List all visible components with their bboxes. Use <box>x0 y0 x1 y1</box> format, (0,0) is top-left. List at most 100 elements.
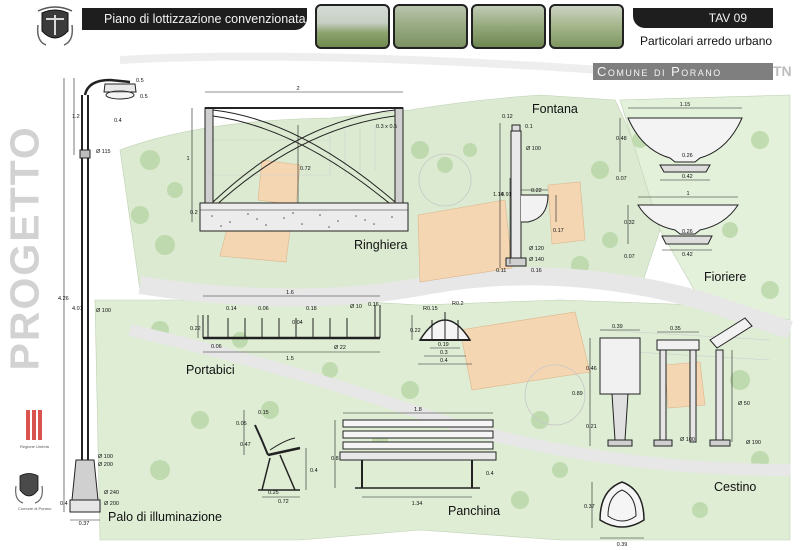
dim-fontana-foot-w: 0.16 <box>531 268 542 274</box>
label-portabici: Portabici <box>186 363 235 377</box>
railing-base-texture <box>211 212 393 228</box>
dim-portabici-total: 1.6 <box>286 290 294 296</box>
comune-bar: Comune di Porano <box>593 63 773 80</box>
photo-thumbnail-3 <box>471 4 546 49</box>
lamp-post-drawing <box>63 78 137 521</box>
dim-fontana-d-mid: Ø 120 <box>529 246 544 252</box>
dim-cestino-plan-h: 0.37 <box>584 504 595 510</box>
planter-a-drawing <box>619 107 743 181</box>
dim-panchina-seat: 0.4 <box>486 471 494 477</box>
label-panchina: Panchina <box>448 504 501 518</box>
bench-side-drawing <box>243 410 307 498</box>
dim-cestino-w1: 0.39 <box>612 324 623 330</box>
dim-arch-h: 0.22 <box>410 328 421 334</box>
dim-cestino-h-top: 0.46 <box>586 366 597 372</box>
dim-fontana-top-w: 0.1 <box>525 124 533 130</box>
dim-arch-r2: R0.2 <box>452 301 464 307</box>
label-fontana: Fontana <box>532 102 578 116</box>
regione-logo-icon <box>24 408 44 442</box>
dim-ringhiera-post: 0.3 x 0.5 <box>376 124 397 130</box>
plan-title: Piano di lottizzazione convenzionata <box>104 12 306 26</box>
dim-palo-d-foot2: Ø 200 <box>104 501 119 507</box>
label-ringhiera: Ringhiera <box>354 238 408 252</box>
dim-fioriera-a-mid: 0.26 <box>682 153 693 159</box>
dim-fioriera-a-h: 0.48 <box>616 136 627 142</box>
dim-ringhiera-base: 0.2 <box>190 210 198 216</box>
dim-portabici-base: 1.5 <box>286 356 294 362</box>
arch-detail-drawing <box>411 312 472 365</box>
dim-fontana-h-mid: 0.91 <box>501 192 512 198</box>
dim-ringhiera-width: 2 <box>296 86 299 92</box>
dim-cestino-w2: 0.35 <box>670 326 681 332</box>
photo-thumbnail-1 <box>315 4 390 49</box>
planter-b-drawing <box>627 196 739 251</box>
bike-rack-drawing <box>197 295 381 353</box>
dim-fioriera-b-mid: 0.26 <box>682 229 693 235</box>
dim-fioriera-b-top: 1 <box>686 191 689 197</box>
comune-caption: Comune di Porano <box>18 506 52 511</box>
bin-open-drawing <box>709 317 753 447</box>
dim-portabici-d-bar: Ø 10 <box>350 304 362 310</box>
photo-thumbnail-2 <box>393 4 468 49</box>
dim-fioriera-a-top: 1.15 <box>680 102 691 108</box>
comune-name: Comune di Porano <box>597 64 722 79</box>
dim-palo-height-top: 1.2 <box>72 114 80 120</box>
dim-fioriera-b-base: 0.42 <box>682 252 693 258</box>
dim-fontana-h-total: 1.14 <box>493 192 504 198</box>
dim-fioriera-b-h: 0.32 <box>624 220 635 226</box>
bin-front-drawing <box>589 329 641 447</box>
dim-panchina-width: 1.8 <box>414 407 422 413</box>
dim-portabici-h-right: 0.16 <box>368 302 379 308</box>
bin-plan-drawing <box>591 481 645 539</box>
comune-crest-icon <box>36 5 74 47</box>
dim-fontana-foot: 0.11 <box>496 268 506 274</box>
dim-sedile-f: 0.4 <box>310 468 318 474</box>
dim-fioriera-b-foot: 0.07 <box>624 254 635 260</box>
dim-palo-d-lamp: Ø 115 <box>96 149 111 155</box>
dim-fioriera-a-foot: 0.07 <box>616 176 627 182</box>
dim-cestino-plan-w: 0.39 <box>617 542 628 548</box>
dim-fontana-top: 0.12 <box>502 114 513 120</box>
dim-portabici-h-mid: 0.04 <box>292 320 303 326</box>
plan-subtitle: Particolari arredo urbano <box>640 34 773 48</box>
dim-ringhiera-height: 1 <box>186 156 189 162</box>
dim-palo-total: 4.26 <box>58 296 69 302</box>
dim-arch-w2: 0.3 <box>440 350 448 356</box>
dim-portabici-s1: 0.14 <box>226 306 237 312</box>
dim-arch-w3: 0.4 <box>440 358 448 364</box>
label-fioriere: Fioriere <box>704 270 747 284</box>
dim-fontana-d-top: Ø 100 <box>526 146 541 152</box>
dim-arch-w1: 0.19 <box>438 342 449 348</box>
railing-drawing <box>191 91 409 232</box>
dim-portabici-s3: 0.18 <box>306 306 317 312</box>
label-palo: Palo di illuminazione <box>108 510 222 524</box>
dim-portabici-d-tube: Ø 22 <box>334 345 346 351</box>
dim-palo-arm: 0.5 <box>136 78 144 84</box>
province-code: TN <box>773 63 792 79</box>
dim-cestino-d-leg: Ø 100 <box>680 437 695 443</box>
dim-fontana-d-base: Ø 140 <box>529 257 544 263</box>
dim-cestino-h-total: 0.89 <box>572 391 583 397</box>
dim-panchina-height: 0.8 <box>331 456 339 462</box>
label-cestino: Cestino <box>714 480 757 494</box>
photo-thumbnail-4 <box>549 4 624 49</box>
dim-sedile-c: 0.47 <box>240 442 251 448</box>
dim-sedile-d: 0.25 <box>268 490 279 496</box>
dim-portabici-h-left: 0.22 <box>190 326 201 332</box>
dim-palo-d-base2: Ø 200 <box>98 462 113 468</box>
dim-fontana-basin-h: 0.17 <box>553 228 564 234</box>
tav-badge: TAV 09 <box>633 8 773 28</box>
regione-caption: Regione Umbria <box>20 444 49 449</box>
dim-palo-arm-h: 0.5 <box>140 94 148 100</box>
fountain-drawing <box>499 123 557 268</box>
tav-number: TAV 09 <box>708 11 747 25</box>
bin-side-drawing <box>653 331 700 447</box>
dim-cestino-d-base: Ø 190 <box>746 440 761 446</box>
comune-logo-icon <box>14 470 44 504</box>
dim-portabici-foot: 0.06 <box>211 344 222 350</box>
dim-arch-r1: R0.15 <box>423 306 438 312</box>
dim-palo-d-base1: Ø 100 <box>98 454 113 460</box>
plan-title-bar: Piano di lottizzazione convenzionata <box>82 8 307 30</box>
dim-palo-shaft: 4.01 <box>72 306 83 312</box>
dim-palo-arm-w: 0.4 <box>114 118 122 124</box>
